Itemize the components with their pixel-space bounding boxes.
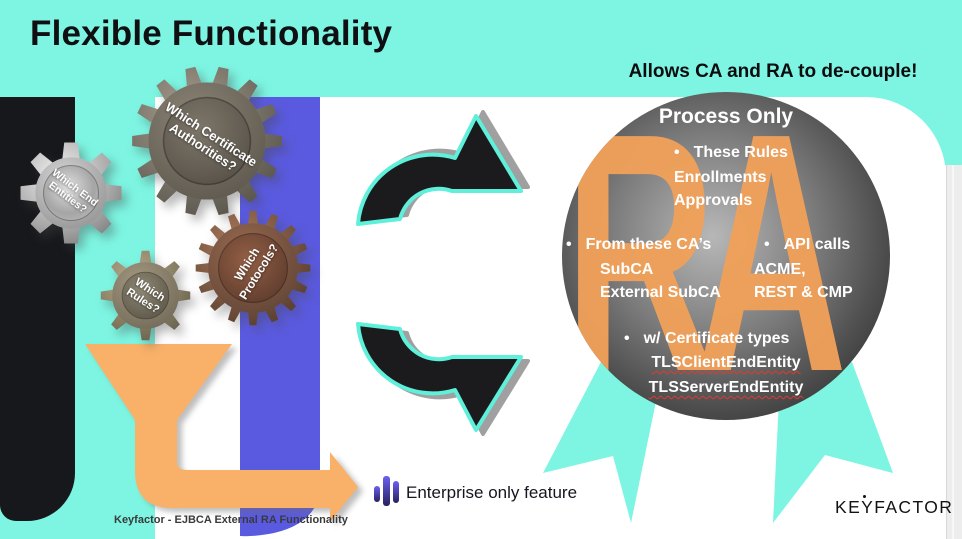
ra-watermark: RA [564,92,847,420]
sphere-bullet-cert-types: w/ Certificate types [624,330,790,348]
cycle-arrow-top [356,114,523,226]
gear-certificate-authorities: Which Certificate Authorities? [126,60,288,222]
bar-icon [374,486,380,502]
sphere-line: Approvals [674,192,753,209]
keyfactor-logo: KEYFACTOR [835,495,954,518]
sphere-line: SubCA [600,261,654,278]
bullet-dot [624,330,644,348]
bullet-text: These Rules [693,144,788,161]
logo-y-dot [863,495,866,498]
funnel-shape [85,344,358,522]
sphere-bullet-from-cas: From these CA’s [566,236,712,254]
funnel-arrow [85,344,358,522]
bullet-dot [566,236,586,254]
logo-text: KEYFACTOR [835,497,954,517]
ribbon-tail-left [543,360,660,523]
gear-rules: Which Rules? [97,247,194,344]
bar-icon [383,476,390,506]
bullet-text: From these CA’s [585,236,712,253]
enterprise-note: Enterprise only feature [406,483,578,502]
sphere-line: ACME, [754,261,806,278]
ribbon-tail-right [773,362,893,523]
decouple-callout: Allows CA and RA to de-couple! [628,61,918,82]
sphere-bullet-api-calls: API calls [764,236,851,254]
bullet-dot [674,144,694,162]
sphere-bullet-these-rules: These Rules [674,144,788,162]
enterprise-bars-icon [374,476,400,508]
window-edge-gutter [946,97,962,539]
bar-icon [393,481,399,503]
gear-graphic [100,250,191,341]
sphere-line: REST & CMP [754,284,853,301]
bullet-dot [764,236,784,254]
sphere-line-tls-client: TLSClientEndEntity [651,354,801,371]
award-ribbon-tails [543,360,893,523]
ra-sphere: RA Process Only These Rules Enrollments … [562,92,890,420]
sphere-heading: Process Only [658,105,794,128]
cycle-arrow-bottom [356,322,523,432]
sphere-line: Enrollments [674,169,767,186]
sphere-line-tls-server: TLSServerEndEntity [648,379,804,396]
gear-protocols: Which Protocols? [191,206,315,330]
header-band [0,0,962,97]
bullet-text: API calls [783,236,851,253]
gutter-line [952,97,954,539]
gear-end-entities: Which End Entities? [16,138,126,248]
bullet-text: w/ Certificate types [643,330,790,347]
footer-caption: Keyfactor - EJBCA External RA Functional… [114,514,348,526]
gear-graphic [20,142,122,244]
gear-graphic [195,210,311,326]
page-title: Flexible Functionality [30,14,393,53]
gear-graphic [132,66,282,216]
cycle-arrows [356,114,523,432]
sphere-line: External SubCA [600,284,721,301]
